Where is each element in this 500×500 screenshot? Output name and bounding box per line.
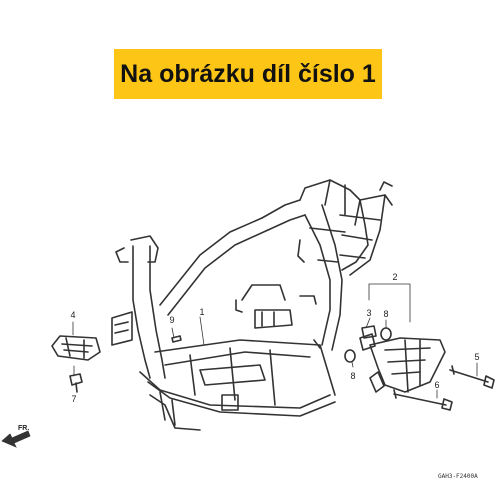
part-2-hanger[interactable] bbox=[359, 333, 446, 393]
callout-7[interactable]: 7 bbox=[71, 394, 76, 404]
part-7-bolt[interactable] bbox=[69, 373, 83, 393]
callout-5[interactable]: 5 bbox=[474, 352, 479, 362]
callout-1[interactable]: 1 bbox=[199, 307, 204, 317]
diagram-code: GAH3-F2400A bbox=[438, 473, 478, 480]
part-5-bolt[interactable] bbox=[449, 365, 495, 389]
banner-text: Na obrázku díl číslo 1 bbox=[120, 59, 376, 88]
leader-lines bbox=[72, 283, 478, 399]
front-direction-arrow bbox=[1, 430, 31, 448]
part-4-bracket[interactable] bbox=[51, 335, 101, 361]
frame-body[interactable] bbox=[111, 179, 393, 431]
callout-4[interactable]: 4 bbox=[70, 310, 75, 320]
callout-2[interactable]: 2 bbox=[392, 272, 397, 282]
callout-6[interactable]: 6 bbox=[434, 380, 439, 390]
direction-label: FR. bbox=[18, 425, 29, 432]
part-9-bolt[interactable] bbox=[171, 335, 182, 343]
callout-3[interactable]: 3 bbox=[366, 308, 371, 318]
part-banner: Na obrázku díl číslo 1 bbox=[114, 49, 382, 99]
part-8-bushing-lower[interactable] bbox=[344, 349, 356, 363]
part-3-bushing[interactable] bbox=[361, 325, 377, 339]
callout-8-lower[interactable]: 8 bbox=[350, 371, 355, 381]
part-6-bolt[interactable] bbox=[393, 389, 453, 411]
callout-8-upper[interactable]: 8 bbox=[383, 309, 388, 319]
callout-9[interactable]: 9 bbox=[169, 315, 174, 325]
